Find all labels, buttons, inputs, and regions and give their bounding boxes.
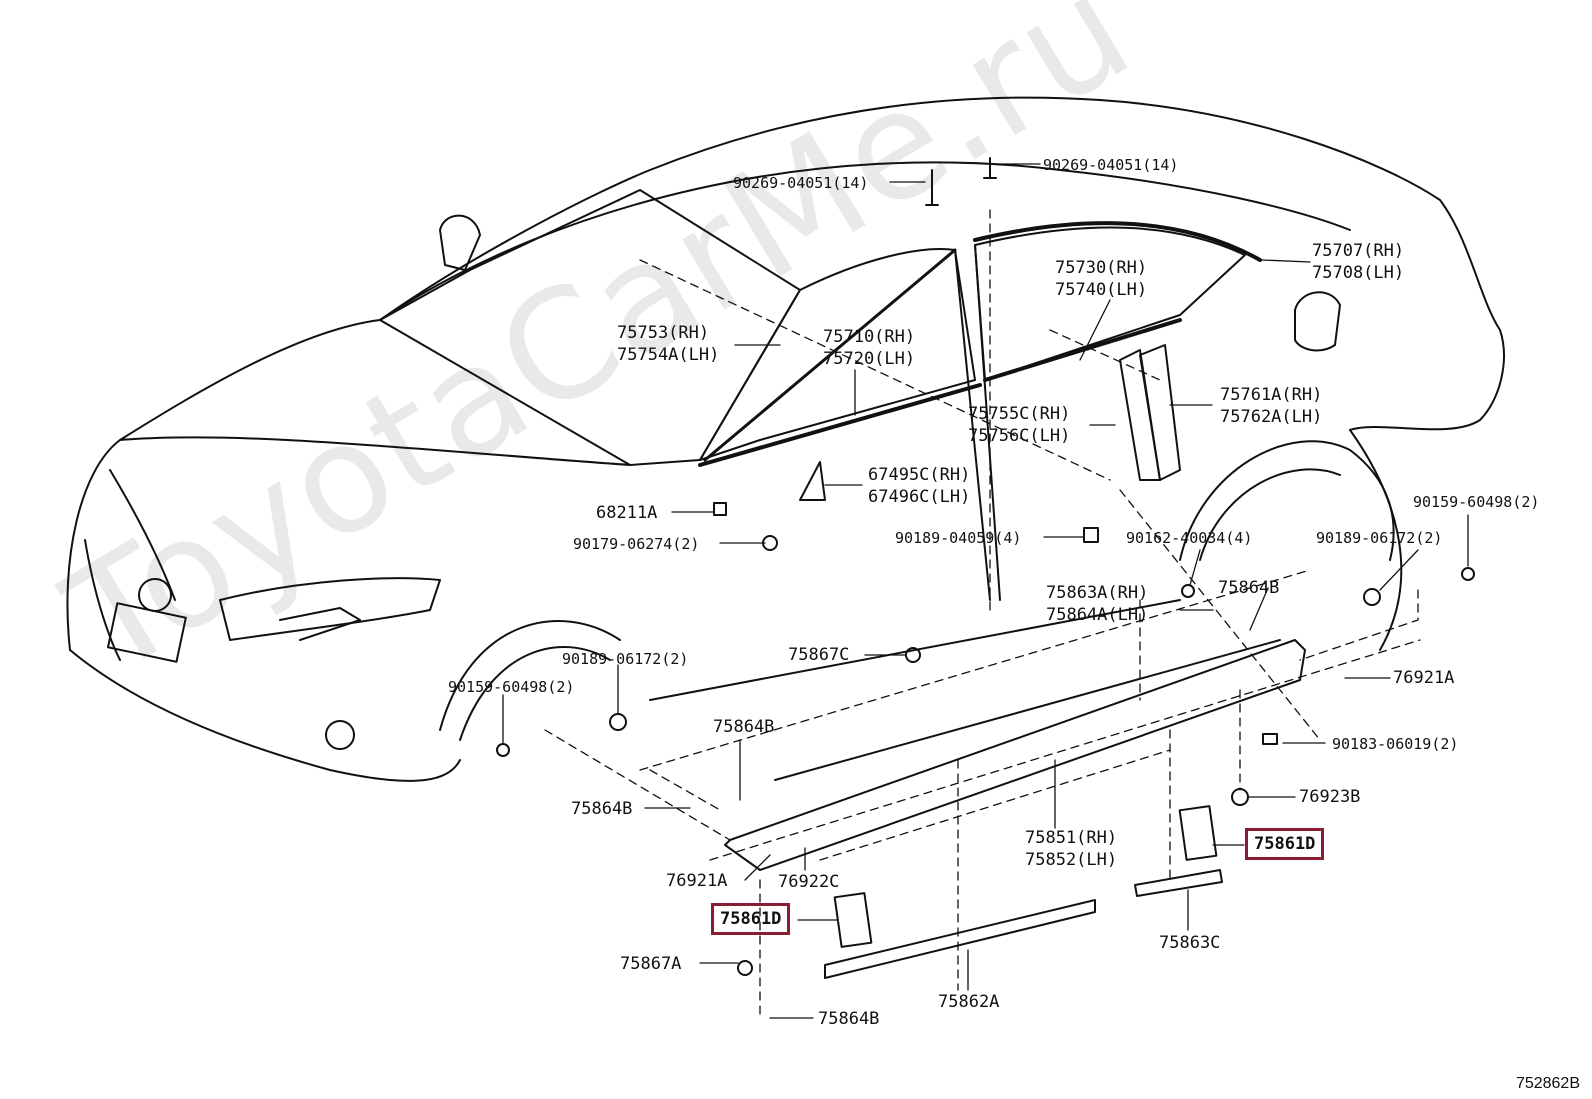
screw-90162 — [1181, 584, 1195, 598]
callout-75761a-75762a: 75761A(RH)75762A(LH) — [1220, 385, 1323, 427]
callout-68211a: 68211A — [596, 503, 658, 523]
clip-90159-a — [496, 743, 510, 757]
front-wheel-arch-inner — [459, 646, 611, 741]
rear-door-window — [974, 226, 1246, 381]
callout-75707-75708: 75707(RH)75708(LH) — [1312, 241, 1405, 283]
callout-75863c: 75863C — [1159, 933, 1221, 953]
clip-90189-a — [609, 713, 627, 731]
clip-90269-a — [925, 169, 939, 206]
clip-90269-b — [983, 157, 997, 179]
diagram-id: 752862B — [1515, 1075, 1580, 1092]
callout-75864b-bottom: 75864B — [818, 1009, 880, 1029]
install-guides — [544, 209, 1421, 1021]
callout-67495c-67496c: 67495C(RH)67496C(LH) — [868, 465, 971, 507]
license-plate — [106, 602, 187, 663]
callout-90183-06019: 90183-06019(2) — [1332, 735, 1459, 753]
rocker-panel-top — [774, 639, 1281, 781]
front-wheel-arch — [439, 620, 621, 731]
callout-75753-75754a: 75753(RH)75754A(LH) — [617, 323, 720, 365]
clip-68211a — [713, 502, 727, 516]
front-grille — [84, 469, 176, 661]
callout-75867c: 75867C — [788, 645, 850, 665]
clip-76923b — [1231, 788, 1249, 806]
fuel-door — [1294, 291, 1341, 352]
callout-90162-40034: 90162-40034(4) — [1126, 529, 1253, 547]
clip-90189-04059 — [1083, 527, 1099, 543]
fog-lamp — [138, 578, 172, 612]
callout-90269-04051-right: 90269-04051(14) — [1043, 156, 1179, 174]
pillar-garnish-2 — [1139, 344, 1181, 481]
callout-76923b: 76923B — [1299, 787, 1361, 807]
callout-75864b-middle: 75864B — [713, 717, 775, 737]
rocker-small-strip — [1134, 869, 1223, 897]
callout-90179-06274: 90179-06274(2) — [573, 535, 700, 553]
rear-quarter — [1349, 429, 1403, 651]
belt-molding-front — [698, 383, 982, 467]
callout-75864b-upper: 75864B — [1218, 578, 1280, 598]
callout-90159-60498-left: 90159-60498(2) — [448, 678, 575, 696]
clip-75867a — [737, 960, 753, 976]
callout-90189-06172-left: 90189-06172(2) — [562, 650, 689, 668]
rocker-lower-strip — [824, 899, 1096, 979]
pad-left — [833, 892, 873, 948]
callout-75861d-left-highlighted[interactable]: 75861D — [711, 903, 791, 935]
rocker-panel — [724, 639, 1306, 871]
rear-wheel-arch-inner — [1199, 468, 1341, 561]
callout-75864b-left: 75864B — [571, 799, 633, 819]
callout-75863a-75864a: 75863A(RH)75864A(LH) — [1046, 583, 1149, 625]
callout-90269-04051-left: 90269-04051(14) — [733, 174, 869, 192]
rear-upper-molding — [973, 221, 1262, 262]
headlamp — [219, 577, 441, 641]
fog-lamp-lower — [325, 720, 355, 750]
front-bumper — [69, 649, 461, 782]
hood-line — [119, 436, 631, 466]
callout-90189-06172-right: 90189-06172(2) — [1316, 529, 1443, 547]
callout-75730-75740: 75730(RH)75740(LH) — [1055, 258, 1148, 300]
callout-76921a-right: 76921A — [1393, 668, 1455, 688]
callout-75862a: 75862A — [938, 992, 1000, 1012]
nut-90183 — [1262, 733, 1278, 745]
callout-90189-04059: 90189-04059(4) — [895, 529, 1022, 547]
leader-lines — [502, 163, 1469, 1019]
belt-molding-rear — [983, 318, 1182, 382]
clip-90189-b — [1363, 588, 1381, 606]
pad-right — [1178, 805, 1218, 861]
callout-76922c: 76922C — [778, 872, 840, 892]
callout-75861d-right-highlighted[interactable]: 75861D — [1245, 828, 1325, 860]
callout-75851-75852: 75851(RH)75852(LH) — [1025, 828, 1118, 870]
roof-molding — [703, 248, 957, 462]
callout-90159-60498-right: 90159-60498(2) — [1413, 493, 1540, 511]
headlamp-inner — [279, 607, 361, 641]
callout-76921a-left: 76921A — [666, 871, 728, 891]
delta-cover — [799, 461, 826, 501]
pillar-garnish-1 — [1119, 349, 1161, 481]
door-bottom — [649, 599, 1181, 701]
car-body-outline — [66, 96, 1505, 651]
mirror — [439, 214, 481, 271]
windshield — [379, 189, 801, 466]
clip-90159-b — [1461, 567, 1475, 581]
callout-75867a: 75867A — [620, 954, 682, 974]
callout-75710-75720: 75710(RH)75720(LH) — [823, 327, 916, 369]
callout-75755c-75756c: 75755C(RH)75756C(LH) — [968, 404, 1071, 446]
